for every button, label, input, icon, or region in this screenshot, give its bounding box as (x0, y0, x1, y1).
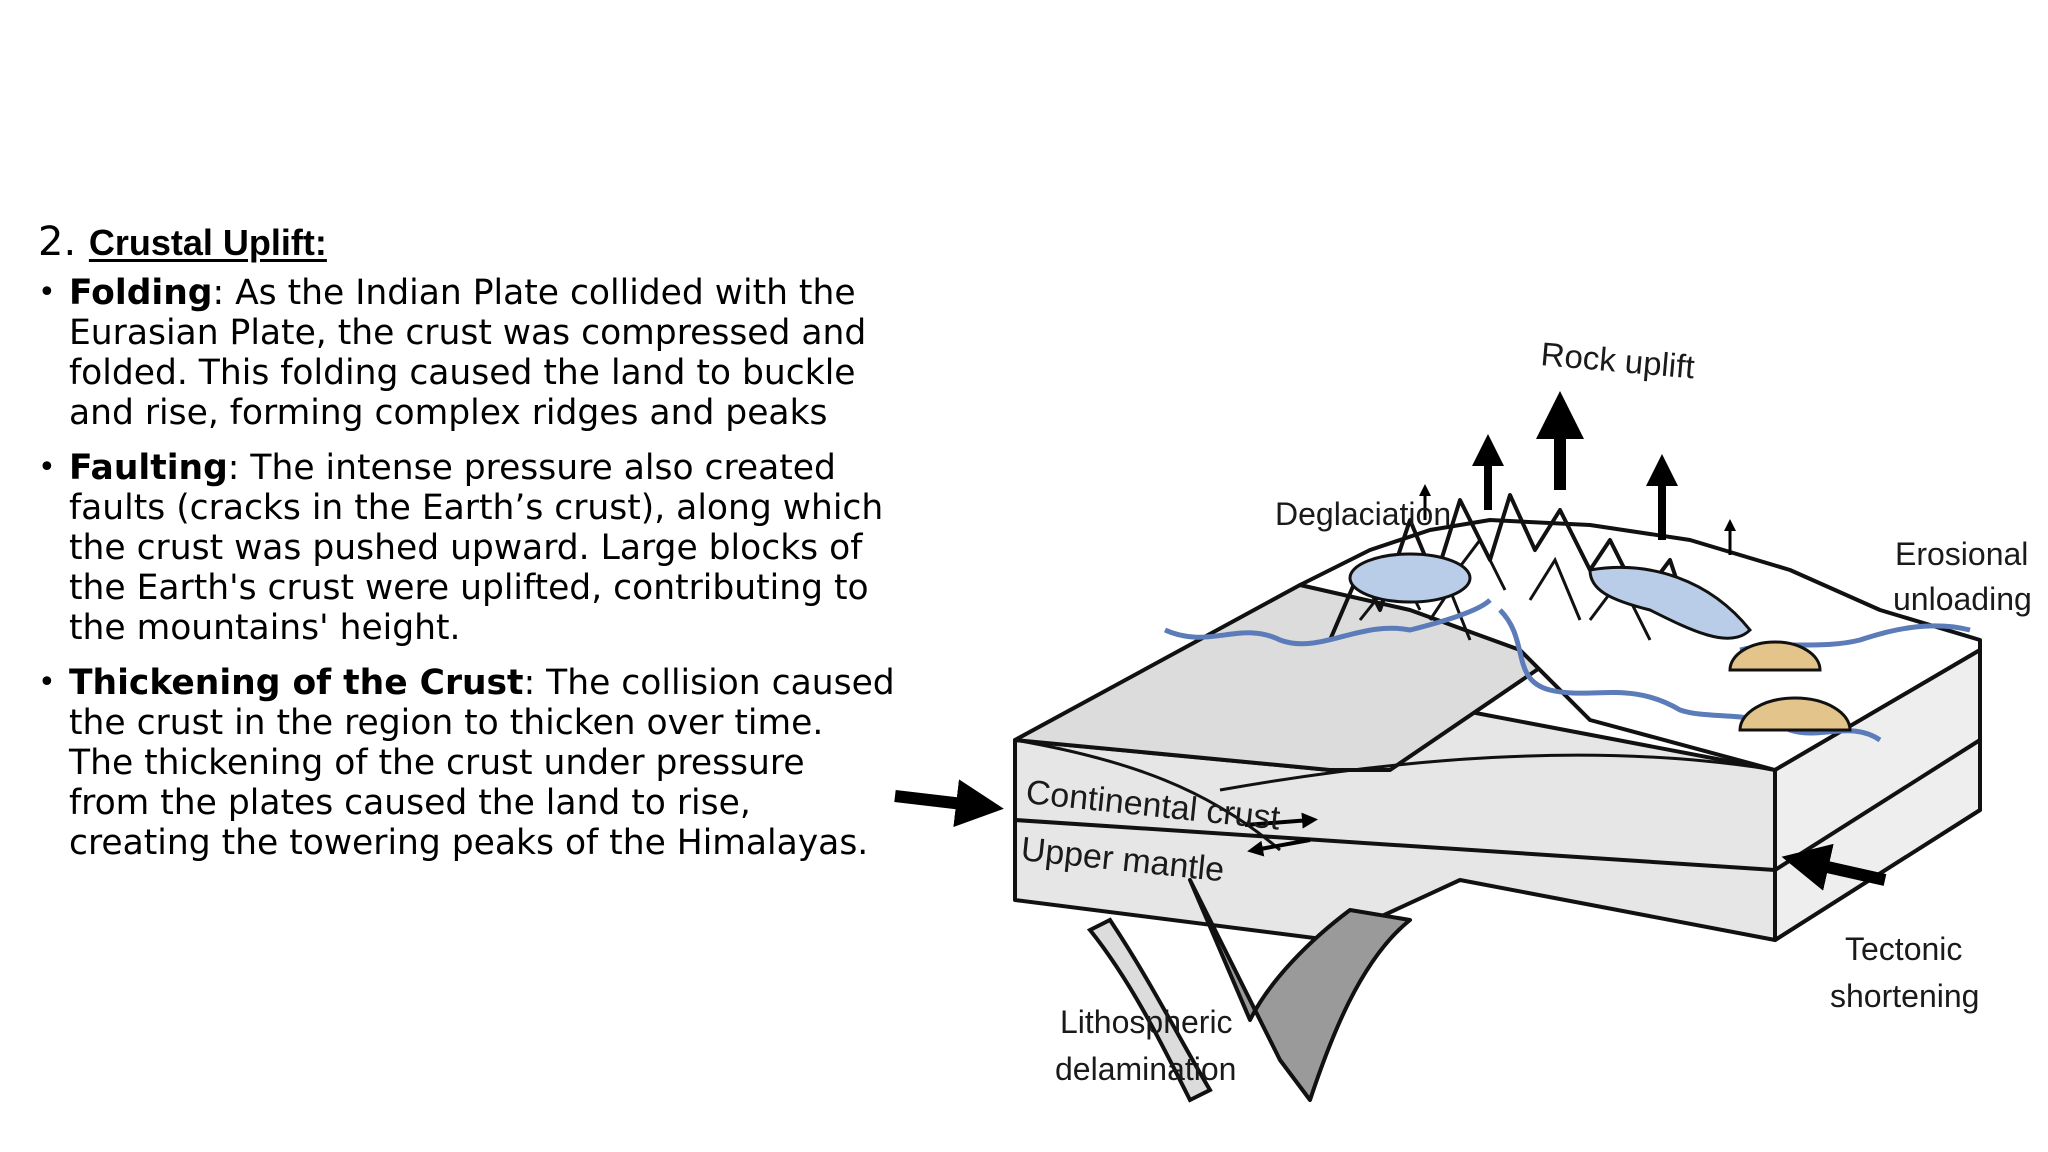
bullet-text: Eurasian Plate, the crust was compressed… (69, 313, 867, 353)
fault-arrow-bottom-icon (1247, 838, 1311, 857)
bullet-term: Folding (69, 273, 213, 313)
bullet-text: : The collision caused (523, 663, 895, 703)
glacier-left (1348, 552, 1472, 604)
slab-upper-surface (1086, 917, 1213, 1103)
text-content: 2. Crustal Uplift: • Folding: As the Ind… (38, 214, 898, 878)
bullet-dot-icon: • (38, 665, 56, 700)
bullet-text: creating the towering peaks of the Himal… (69, 823, 869, 863)
bullet-list: • Folding: As the Indian Plate collided … (38, 273, 898, 863)
fault-arrow-top-icon (1244, 812, 1318, 829)
bullet-text: the Earth's crust were uplifted, contrib… (69, 568, 869, 608)
bullet-text: from the plates caused the land to rise, (69, 783, 751, 823)
bullet-text: folded. This folding caused the land to … (69, 353, 856, 393)
bullet-term: Faulting (69, 448, 228, 488)
river-left (1163, 598, 1492, 647)
bullet-text: : As the Indian Plate collided with the (212, 273, 856, 313)
alluvial-fan-1 (1728, 640, 1822, 672)
crustal-uplift-diagram: Rock uplift Deglaciation Erosional unloa… (890, 320, 2040, 1120)
label-erosional-2: unloading (1893, 581, 2032, 617)
bullet-text: the crust was pushed upward. Large block… (69, 528, 863, 568)
bullet-text: The thickening of the crust under pressu… (69, 743, 805, 783)
bullet-term: Thickening of the Crust (69, 663, 524, 703)
tectonic-arrow-right-icon (1781, 843, 1887, 891)
diagram-svg: Rock uplift Deglaciation Erosional unloa… (894, 335, 2032, 1103)
bullet-item-faulting: • Faulting: The intense pressure also cr… (38, 448, 898, 648)
bullet-item-folding: • Folding: As the Indian Plate collided … (38, 273, 898, 433)
section-title: Crustal Uplift: (88, 222, 327, 263)
section-number: 2. (38, 219, 77, 265)
bullet-dot-icon: • (38, 450, 56, 485)
bullet-text: : The intense pressure also created (227, 448, 836, 488)
label-deglaciation: Deglaciation (1275, 496, 1451, 532)
fault-line (1014, 738, 1776, 852)
label-tectonic-1: Tectonic (1845, 931, 1962, 967)
bullet-item-thickening: • Thickening of the Crust: The collision… (38, 663, 898, 863)
bullet-text: the crust in the region to thicken over … (69, 703, 824, 743)
bullet-text: faults (cracks in the Earth’s crust), al… (69, 488, 884, 528)
river-right (1498, 608, 1882, 743)
bullet-dot-icon: • (38, 275, 56, 310)
label-lithospheric-2: delamination (1055, 1051, 1236, 1087)
label-erosional-1: Erosional (1895, 536, 2028, 572)
label-lithospheric-1: Lithospheric (1060, 1004, 1233, 1040)
crust-mantle-boundary (1014, 818, 1776, 872)
bullet-text: the mountains' height. (69, 608, 461, 648)
bullet-text: and rise, forming complex ridges and pea… (69, 393, 828, 433)
label-tectonic-2: shortening (1830, 978, 1979, 1014)
delaminating-slab (1188, 878, 1412, 1102)
alluvial-fan-2 (1738, 696, 1852, 732)
tectonic-arrow-left-icon (894, 779, 1004, 828)
glacier-right (1588, 566, 1753, 640)
label-rock-uplift: Rock uplift (1539, 335, 1696, 385)
section-heading: 2. Crustal Uplift: (38, 214, 898, 271)
